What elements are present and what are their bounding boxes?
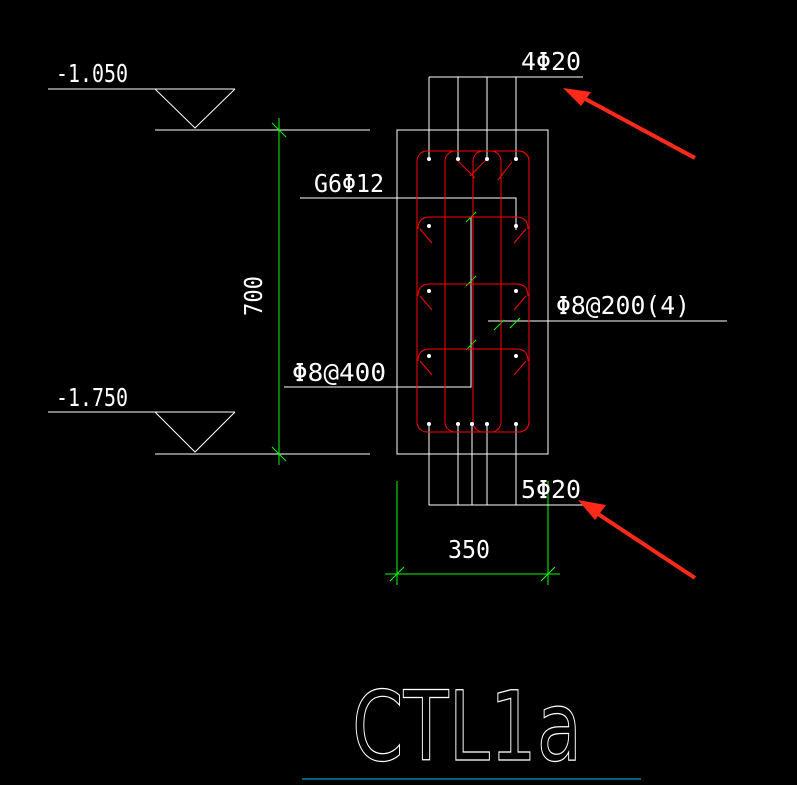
top-rebar-label: 4Φ20 bbox=[521, 47, 581, 76]
top-rebar-leader: 4Φ20 bbox=[428, 47, 583, 158]
level-top-label: -1.050 bbox=[56, 59, 128, 88]
section-title: CTL1a bbox=[302, 670, 641, 784]
annotation-arrow-top bbox=[563, 88, 696, 160]
reinforcement-cage bbox=[416, 150, 530, 433]
level-bottom-label: -1.750 bbox=[56, 383, 128, 412]
level-marker-bottom: -1.750 bbox=[48, 383, 370, 455]
height-dimension: 700 bbox=[239, 118, 287, 465]
tie-label: Φ8@400 bbox=[292, 358, 386, 387]
height-dimension-label: 700 bbox=[239, 276, 268, 316]
width-dimension: 350 bbox=[385, 481, 560, 585]
annotation-arrow-bottom bbox=[578, 500, 697, 580]
rebar-ticks bbox=[465, 211, 521, 351]
tie-leader: Φ8@400 bbox=[284, 217, 472, 388]
bottom-rebar-leader: 5Φ20 bbox=[428, 424, 583, 506]
stirrup-label: Φ8@200(4) bbox=[556, 291, 690, 320]
level-marker-top: -1.050 bbox=[48, 59, 370, 131]
width-dimension-label: 350 bbox=[448, 535, 490, 564]
side-rebar-label: G6Φ12 bbox=[314, 169, 384, 198]
side-rebar-leader: G6Φ12 bbox=[300, 169, 517, 230]
bottom-rebar-label: 5Φ20 bbox=[521, 475, 581, 504]
stirrup-leader: Φ8@200(4) bbox=[488, 291, 727, 322]
section-title-label: CTL1a bbox=[352, 671, 582, 783]
rebar-bars bbox=[427, 157, 518, 426]
